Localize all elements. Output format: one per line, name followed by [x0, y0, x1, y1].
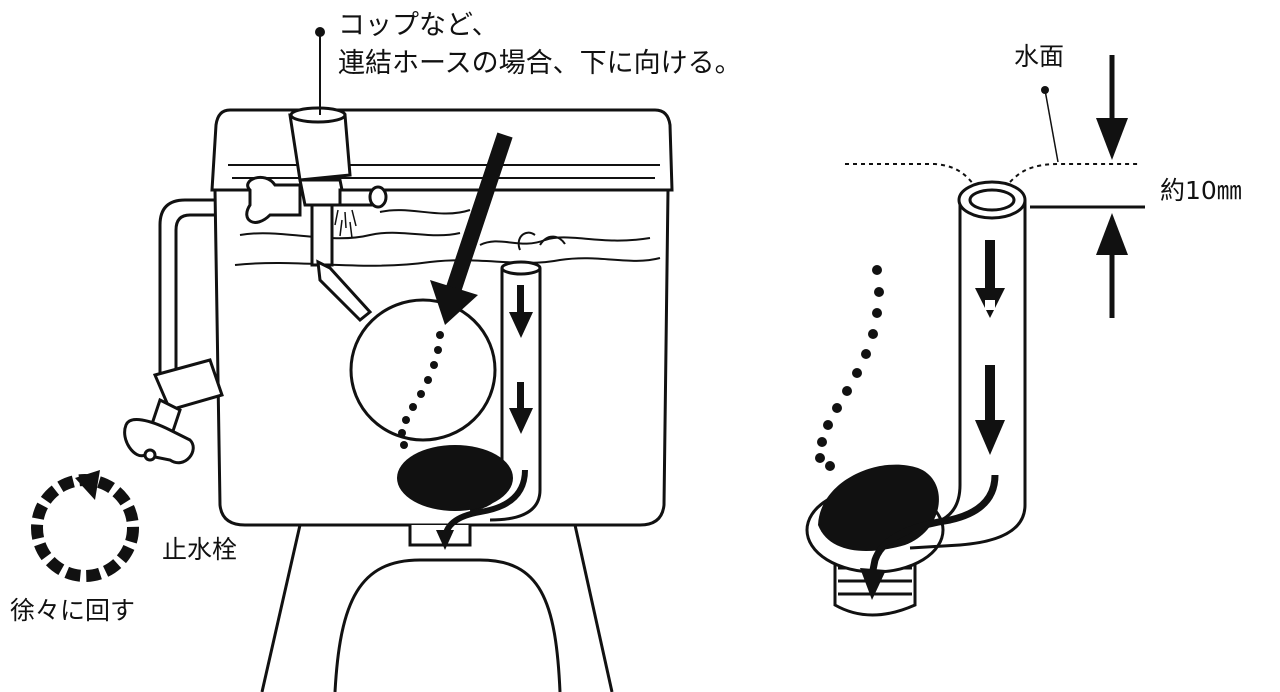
- cup-leader: [315, 27, 325, 115]
- pipe-flow-arrows-right: [975, 240, 1005, 455]
- water-surface-label: 水面: [1014, 42, 1065, 71]
- distance-label: 約10㎜: [1160, 176, 1242, 205]
- dimension-markers: [1030, 55, 1145, 318]
- spray-lines: [334, 209, 357, 239]
- inflow-arrow: [430, 132, 513, 325]
- pipe-flow-arrows-left: [509, 285, 533, 434]
- cup-instruction-line2: 連結ホースの場合、下に向ける。: [338, 48, 742, 79]
- stop-valve: [123, 358, 224, 464]
- turn-slowly-label: 徐々に回す: [10, 596, 136, 625]
- dotted-flow-right: [815, 265, 884, 471]
- drain-flow-arrowhead-right: [860, 568, 886, 600]
- dotted-flow-left: [398, 331, 444, 449]
- drain-flow-arrow-right: [868, 474, 999, 576]
- overflow-pipe-detail: [957, 180, 1027, 505]
- water-surface-leader: [1041, 86, 1059, 163]
- drain-flow-arrow-left: [436, 469, 528, 550]
- ballcock-valve: [245, 106, 388, 323]
- cup-instruction-line1: コップなど、: [338, 10, 499, 41]
- rotation-arrow: [31, 470, 139, 582]
- stop-valve-label: 止水栓: [162, 535, 238, 564]
- water-level-line: [845, 163, 1140, 187]
- float-ball: [349, 298, 497, 442]
- flapper-left: [397, 445, 513, 511]
- toilet-bowl: [260, 524, 614, 692]
- supply-pipe: [158, 198, 215, 385]
